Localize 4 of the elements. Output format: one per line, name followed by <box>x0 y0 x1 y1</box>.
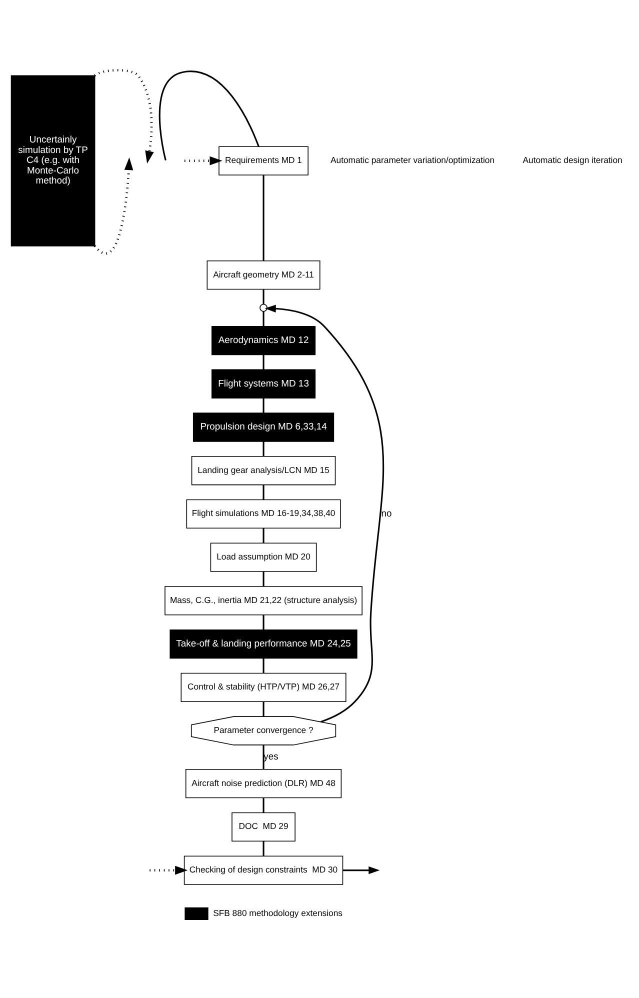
label: Automatic design iteration <box>522 154 622 165</box>
edge-label: no <box>381 508 392 520</box>
label: Automatic parameter variation/optimization <box>330 154 495 165</box>
legend-label: SFB 880 methodology extensions <box>213 908 343 918</box>
